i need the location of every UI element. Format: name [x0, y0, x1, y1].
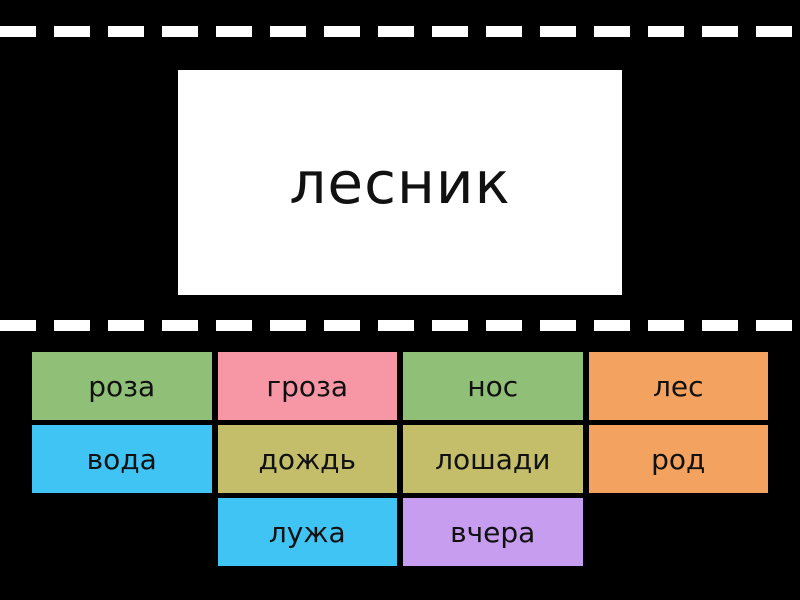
dashed-divider-top [0, 26, 800, 37]
answer-tile-luzha[interactable]: лужа [217, 498, 397, 566]
answer-tile-groza[interactable]: гроза [217, 352, 397, 420]
answer-tile-vchera[interactable]: вчера [403, 498, 583, 566]
answer-tile-rod[interactable]: род [588, 425, 768, 493]
dashed-divider-bottom [0, 320, 800, 331]
answer-tile-roza[interactable]: роза [32, 352, 212, 420]
answer-tile-nos[interactable]: нос [403, 352, 583, 420]
answer-tile-voda[interactable]: вода [32, 425, 212, 493]
answer-tile-loshadi[interactable]: лошади [403, 425, 583, 493]
answer-tile-les[interactable]: лес [588, 352, 768, 420]
prompt-card: лесник [178, 70, 622, 295]
answer-grid: роза гроза нос лес вода дождь лошади род… [32, 352, 768, 566]
answer-tile-dozhd[interactable]: дождь [217, 425, 397, 493]
prompt-word: лесник [289, 148, 511, 217]
